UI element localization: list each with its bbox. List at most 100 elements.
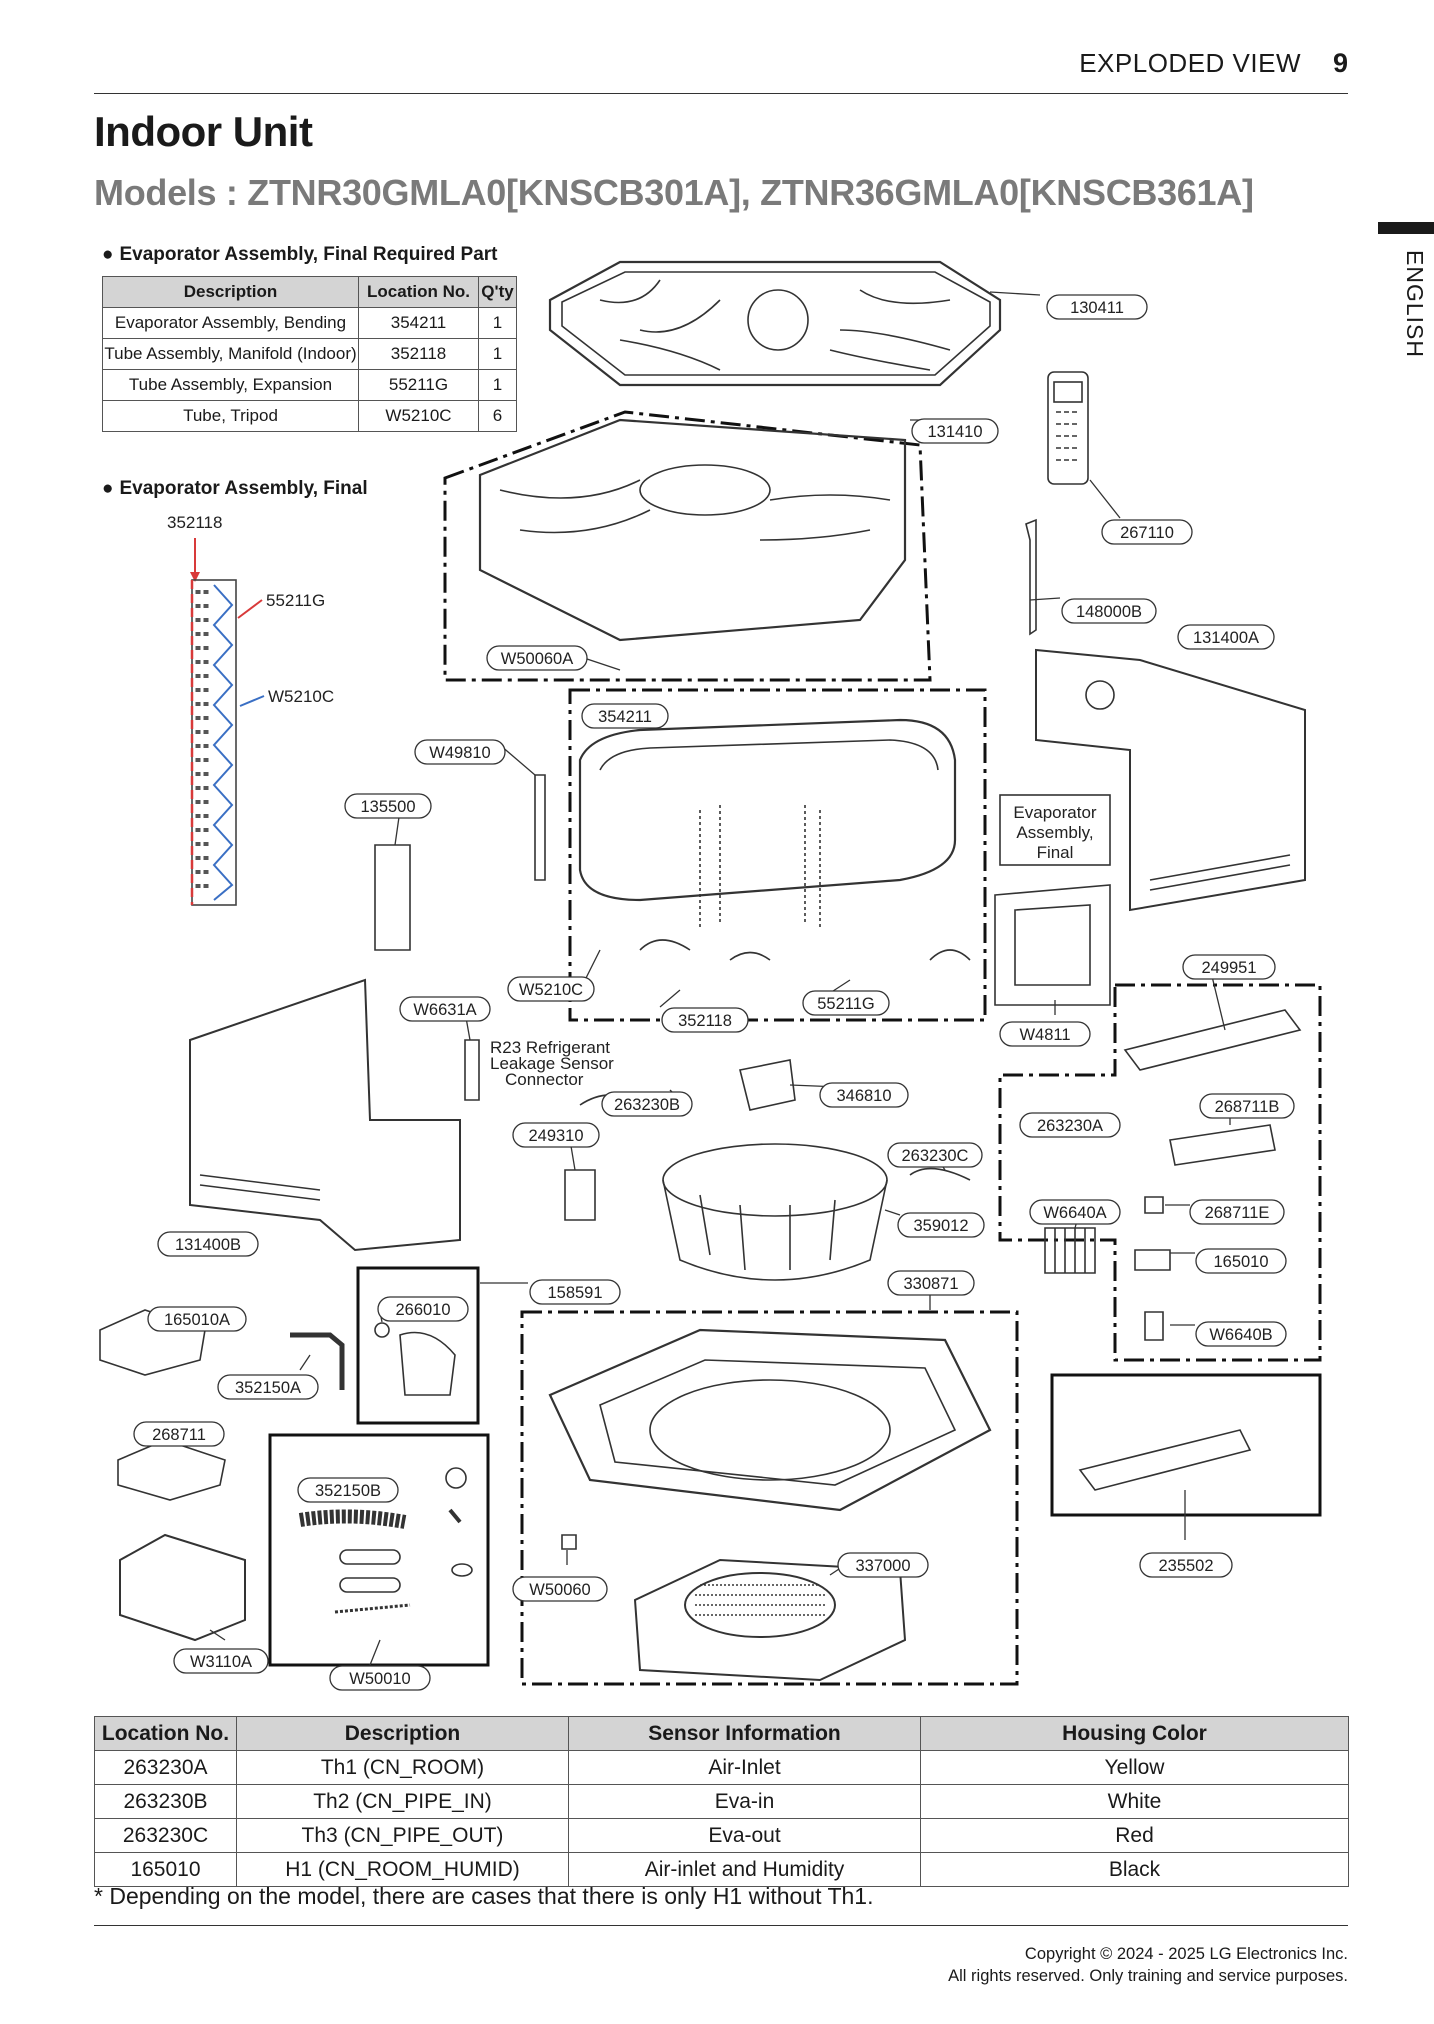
label-55211G: 55211G [266, 591, 325, 610]
label-352118: 352118 [167, 513, 222, 532]
table-cell: W5210C [358, 400, 479, 432]
table-cell: Yellow [920, 1750, 1349, 1785]
callout-W49810: W49810 [429, 744, 490, 762]
evaporator-coil-drawing [578, 718, 971, 961]
callout-158591-pill [529, 1279, 621, 1305]
callout-W6631A-pill [399, 996, 491, 1022]
callout-263230B-pill [601, 1091, 693, 1117]
callout-148000B-pill [1061, 598, 1157, 624]
callout-131410: 131410 [927, 423, 982, 441]
callout-249951-pill [1182, 954, 1276, 980]
callout-346810: 346810 [836, 1087, 891, 1105]
callout-268711: 268711 [152, 1426, 206, 1444]
column-header: Sensor Information [568, 1716, 921, 1751]
table-row: Tube Assembly, Manifold (Indoor) 352118 … [102, 338, 517, 370]
evaporator-final-box [999, 794, 1111, 866]
callout-130411: 130411 [1070, 299, 1124, 317]
callout-W6640B-pill [1195, 1321, 1287, 1347]
callout-268711-pill [133, 1421, 225, 1447]
exploded-view-diagram: 352118 55211G W5210C [99, 260, 1322, 1691]
callout-131400B-pill [157, 1231, 259, 1257]
callout-W6640A-pill [1029, 1199, 1121, 1225]
column-header: Description [102, 276, 359, 308]
side-panel-b-drawing [189, 978, 461, 1252]
page-number: 9 [1332, 48, 1348, 78]
callout-352118: 352118 [678, 1012, 732, 1030]
label-W5210C: W5210C [268, 687, 334, 706]
footnote: * Depending on the model, there are case… [94, 1883, 874, 1909]
callout-W3110A-pill [173, 1648, 269, 1674]
callout-330871: 330871 [903, 1275, 958, 1293]
callout-131400A: 131400A [1193, 629, 1259, 647]
table-cell: Red [920, 1818, 1349, 1853]
callout-267110-pill [1101, 519, 1193, 545]
callout-W50060A-pill [486, 645, 588, 671]
evaporator-final-drawing: 352118 55211G W5210C [167, 513, 334, 906]
callout-135500: 135500 [360, 798, 415, 816]
sensor-note-line-1: R23 Refrigerant [490, 1038, 610, 1057]
callout-266010: 266010 [395, 1301, 450, 1319]
table-cell: Evaporator Assembly, Bending [102, 307, 359, 339]
table-cell: Air-inlet and Humidity [568, 1852, 921, 1887]
evap-box-line-3: Final [1037, 843, 1074, 862]
table-cell: 1 [478, 338, 517, 370]
table-cell: Eva-in [568, 1784, 921, 1819]
callout-W50010-pill [329, 1665, 431, 1691]
callout-354211-pill [581, 703, 669, 729]
remote-drawing [1047, 371, 1089, 485]
copyright-line-2: All rights reserved. Only training and s… [948, 1967, 1348, 1985]
callout-135500-pill [344, 793, 432, 819]
header-rule [94, 93, 1348, 94]
table-cell: Tube Assembly, Manifold (Indoor) [102, 338, 359, 370]
table-cell: 263230B [94, 1784, 237, 1819]
callout-W5210C: W5210C [519, 981, 583, 999]
side-panel-a-drawing [1035, 648, 1306, 912]
callout-249310: 249310 [528, 1127, 583, 1145]
callout-165010-pill [1195, 1248, 1287, 1274]
table-cell: 165010 [94, 1852, 237, 1887]
callout-235502: 235502 [1158, 1557, 1213, 1575]
callout-W50010: W50010 [349, 1670, 410, 1688]
callout-268711E: 268711E [1205, 1204, 1270, 1222]
callout-131400B: 131400B [175, 1236, 241, 1254]
callout-268711B-pill [1199, 1093, 1295, 1119]
callout-55211G: 55211G [817, 995, 875, 1013]
drain-pan-drawing [548, 1328, 992, 1512]
callout-W50060A: W50060A [501, 650, 573, 668]
callout-165010: 165010 [1213, 1253, 1268, 1271]
section-title: EXPLODED VIEW [1079, 48, 1301, 78]
evap-box-line-2: Assembly, [1016, 823, 1093, 842]
table-row: 263230A Th1 (CN_ROOM) Air-Inlet Yellow [94, 1750, 1349, 1785]
table-cell: Tube Assembly, Expansion [102, 369, 359, 401]
cabinet-drawing [478, 418, 907, 642]
callout-W4811-pill [999, 1021, 1091, 1047]
table-cell: H1 (CN_ROOM_HUMID) [236, 1852, 569, 1887]
fan-drawing [662, 1143, 888, 1281]
callout-W50060: W50060 [529, 1581, 590, 1599]
callout-268711B: 268711B [1215, 1098, 1280, 1116]
models-line: Models : ZTNR30GMLA0[KNSCB301A], ZTNR36G… [94, 172, 1254, 213]
table-row: 263230B Th2 (CN_PIPE_IN) Eva-in White [94, 1784, 1349, 1819]
copyright-line-1: Copyright © 2024 - 2025 LG Electronics I… [1024, 1945, 1348, 1963]
callout-W6631A: W6631A [413, 1001, 476, 1019]
table-cell: Th2 (CN_PIPE_IN) [236, 1784, 569, 1819]
callout-130411-pill [1046, 294, 1148, 320]
callout-W49810-pill [414, 739, 506, 765]
callout-249951: 249951 [1201, 959, 1256, 977]
callout-352150B: 352150B [315, 1482, 381, 1500]
sensor-note-line-3: Connector [505, 1070, 584, 1089]
table-row: Tube Assembly, Expansion 55211G 1 [102, 369, 517, 401]
callout-330871-pill [887, 1270, 975, 1296]
language-tab-bar [1378, 222, 1434, 234]
column-header: Q'ty [478, 276, 517, 308]
callout-337000: 337000 [855, 1557, 910, 1575]
table-row: 165010 H1 (CN_ROOM_HUMID) Air-inlet and … [94, 1852, 1349, 1887]
table-cell: Air-Inlet [568, 1750, 921, 1785]
callout-263230A-pill [1019, 1112, 1121, 1138]
callout-352118-pill [661, 1007, 749, 1033]
callout-268711E-pill [1189, 1199, 1285, 1225]
callout-55211G-pill [802, 990, 890, 1016]
callout-267110: 267110 [1120, 524, 1174, 542]
table-cell: Th3 (CN_PIPE_OUT) [236, 1818, 569, 1853]
callout-263230C: 263230C [902, 1147, 969, 1165]
